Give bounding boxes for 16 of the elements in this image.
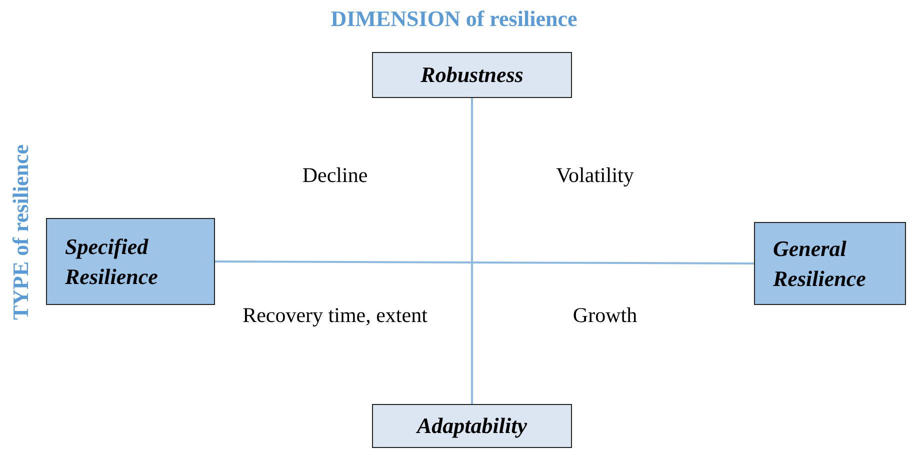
label-box (372, 52, 572, 98)
box-label: Specified Resilience (65, 232, 159, 290)
label-box (46, 218, 215, 305)
box-label: General Resilience (773, 234, 867, 292)
box-label: Adaptability (417, 412, 527, 440)
label-box (754, 222, 906, 305)
axis-title: TYPE of resilience (8, 143, 34, 322)
axis-line (215, 260, 754, 264)
quadrant-label: Decline (301, 162, 369, 189)
quadrant-label: Volatility (555, 162, 635, 189)
quadrant-label: Recovery time, extent (242, 302, 428, 329)
axis-line (471, 98, 473, 404)
diagram-title: DIMENSION of resilience (330, 6, 578, 32)
label-box (372, 404, 572, 448)
quadrant-label: Growth (572, 302, 638, 329)
box-label: Robustness (420, 61, 524, 89)
